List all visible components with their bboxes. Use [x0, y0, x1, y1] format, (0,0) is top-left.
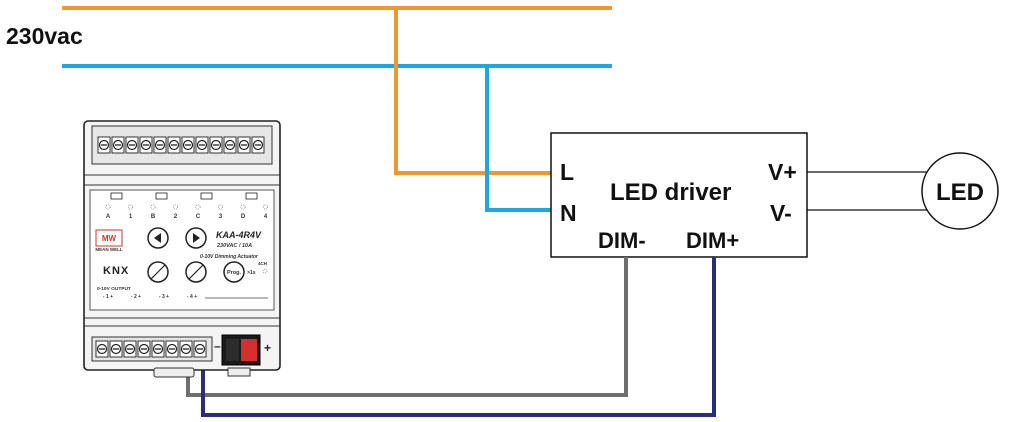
terminal-screw [123, 340, 137, 358]
channel-led [240, 204, 246, 210]
channel-indicators [105, 192, 269, 210]
terminal-screw [151, 340, 165, 358]
channel-led [172, 204, 179, 210]
led-circle [921, 152, 999, 230]
led-label: LED [936, 179, 984, 206]
terminal-screw [209, 136, 223, 154]
dimmer-icon [188, 264, 204, 280]
arrow-left-icon [154, 233, 161, 243]
channel-relay-indicator [245, 192, 258, 200]
terminal-screw [251, 136, 265, 154]
channel-letter: C [196, 214, 201, 220]
brand-name: MEAN WELL [95, 247, 122, 252]
prog-led [262, 268, 268, 274]
mw-logo-mark: MW [102, 234, 117, 243]
output-terminal-label: - 3 + [159, 294, 169, 300]
driver-terminal-vneg: V- [770, 200, 792, 226]
terminal-screw [153, 136, 167, 154]
channel-letter: A [106, 214, 111, 220]
output-label: 0-10V OUTPUT [97, 286, 131, 292]
channel-led [195, 204, 201, 210]
terminal-screw [195, 136, 209, 154]
dimmer-icon [150, 264, 166, 280]
channel-letter: 4 [264, 214, 268, 220]
channel-relay-indicator [110, 192, 123, 200]
prog-button[interactable]: Prog. [223, 261, 245, 283]
bus-connector-red [241, 339, 257, 361]
prog-hold-label: >1s [247, 270, 256, 276]
terminal-screw [223, 136, 237, 154]
knx-actuator: A 1 B 2 C 3 D 4 MW MEAN WELL KAA-4R4V 230VAC / … [83, 120, 281, 378]
channel-letter: 1 [129, 214, 133, 220]
channel-letter: 3 [219, 214, 223, 220]
terminal-screw [97, 136, 111, 154]
dim-pos-wire [201, 257, 716, 417]
output-terminal-label: - 2 + [131, 294, 141, 300]
driver-terminal-dim-pos: DIM+ [686, 228, 739, 253]
output-terminal-label: - 1 + [103, 294, 113, 300]
dim-up-button[interactable] [185, 261, 207, 283]
led-driver-box [550, 132, 808, 258]
channel-letter: B [151, 214, 156, 220]
channel-led [150, 204, 156, 210]
terminal-screw [181, 136, 195, 154]
channel-letter: 2 [174, 214, 178, 220]
actuator-description: 0-10V Dimming Actuator [200, 254, 259, 260]
terminal-screw [95, 340, 109, 358]
terminal-screw [179, 340, 193, 358]
top-terminal-block [97, 136, 265, 154]
driver-terminal-n: N [560, 200, 577, 226]
channel-relay-indicator [155, 192, 168, 200]
knx-logo: KNX [103, 265, 129, 277]
driver-terminal-vpos: V+ [768, 159, 797, 185]
line-to-driver-wire [394, 8, 555, 175]
channel-letter: D [241, 214, 246, 220]
driver-terminal-dim-neg: DIM- [598, 228, 646, 253]
terminal-screw [137, 340, 151, 358]
driver-title: LED driver [610, 179, 731, 206]
terminal-screw [139, 136, 153, 154]
left-arrow-button[interactable] [147, 227, 169, 249]
right-arrow-button[interactable] [185, 227, 207, 249]
supply-label: 230vac [6, 23, 83, 49]
terminal-screw [193, 340, 207, 358]
channel-led [217, 204, 224, 210]
actuator-model: KAA-4R4V [216, 230, 262, 240]
actuator-rating: 230VAC / 10A [216, 243, 252, 249]
neutral-to-driver-wire [485, 66, 555, 212]
output-terminal-label: - 4 + [187, 294, 197, 300]
terminal-screw [167, 136, 181, 154]
terminal-screw [125, 136, 139, 154]
prog-label: Prog. [227, 270, 242, 276]
terminal-screw [109, 340, 123, 358]
brand-logo [95, 229, 123, 247]
channel-led [262, 204, 269, 210]
terminal-screw [237, 136, 251, 154]
terminal-screw [165, 340, 179, 358]
arrow-right-icon [193, 233, 200, 243]
bus-plus-label: + [264, 341, 271, 355]
bus-minus-label: – [214, 339, 221, 353]
actuator-channels-note: 4CH [258, 261, 267, 266]
channel-led [127, 204, 134, 210]
channel-letters: A 1 B 2 C 3 D 4 [106, 214, 268, 220]
terminal-screw [111, 136, 125, 154]
bottom-terminal-block [95, 340, 207, 358]
output-terminal-labels: - 1 + - 2 + - 3 + - 4 + [103, 294, 197, 300]
channel-relay-indicator [200, 192, 213, 200]
driver-terminal-l: L [560, 159, 574, 185]
channel-led [105, 204, 111, 210]
dim-down-button[interactable] [147, 261, 169, 283]
